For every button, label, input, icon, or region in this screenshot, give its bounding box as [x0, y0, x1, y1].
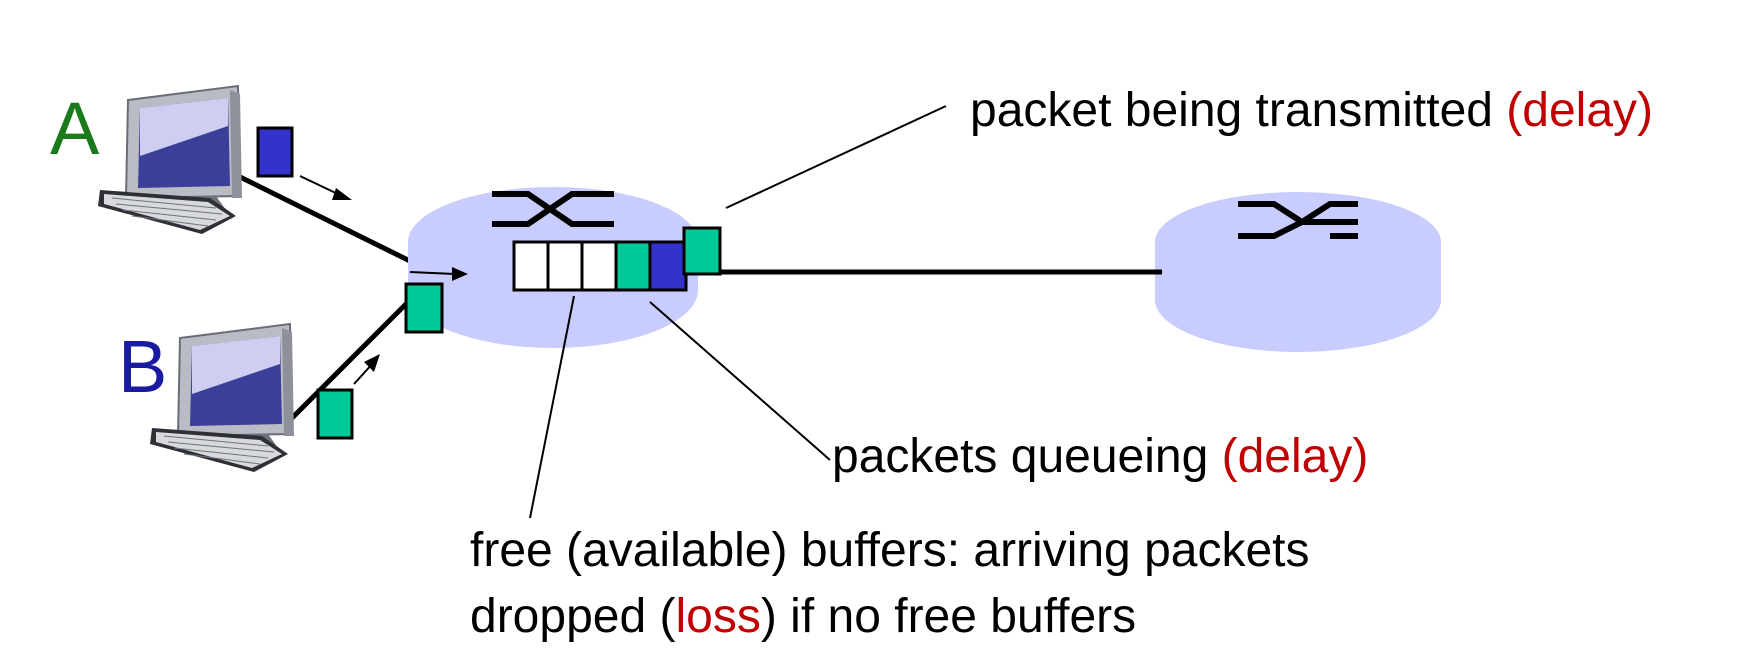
- label-buffers-line1: free (available) buffers: arriving packe…: [470, 524, 1310, 577]
- callout-queueing: [649, 301, 831, 461]
- label-queueing: packets queueing (delay): [832, 430, 1368, 483]
- label-transmitted: packet being transmitted (delay): [970, 84, 1653, 137]
- queued-packet-blue: [648, 240, 688, 292]
- host-a-label: A: [50, 87, 100, 170]
- desktop-computer-icon: [150, 322, 294, 472]
- router-crossed-arrows-icon: [492, 191, 614, 227]
- queued-packet-green: [614, 240, 652, 292]
- free-buffer: [580, 240, 618, 292]
- free-buffer: [546, 240, 584, 292]
- packet-from-a: [256, 126, 294, 178]
- router-crossed-arrows-icon: [1238, 201, 1358, 239]
- callout-transmitted: [725, 105, 947, 209]
- link-a-router: [228, 169, 414, 265]
- link-b-router: [278, 298, 412, 432]
- transmitting-packet: [682, 226, 722, 276]
- free-buffer: [512, 240, 550, 292]
- packet-at-router-b-side: [404, 282, 444, 334]
- label-buffers-line2: dropped (loss) if no free buffers: [470, 590, 1136, 643]
- router-right: [1155, 192, 1441, 352]
- packet-queue: [512, 240, 688, 292]
- host-b-label: B: [118, 325, 167, 408]
- desktop-computer-icon: [98, 84, 242, 234]
- callout-buffers: [529, 295, 575, 519]
- packet-from-b: [316, 388, 354, 440]
- arrow-b-direction: [353, 354, 380, 385]
- arrow-a-direction: [299, 175, 352, 200]
- arrival-arrow: [409, 267, 468, 281]
